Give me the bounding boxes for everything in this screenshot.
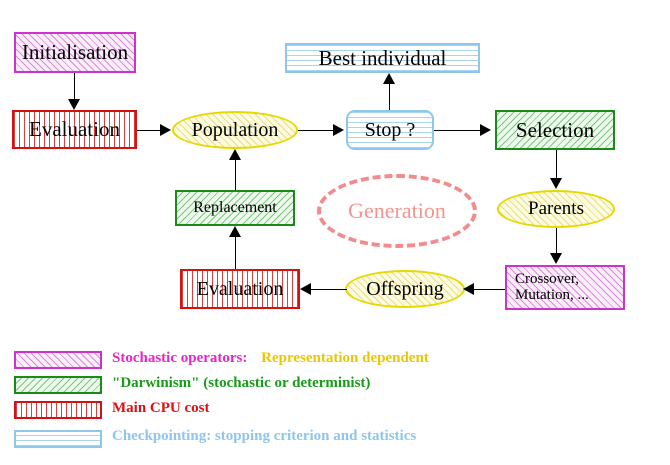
legend-label-stochastic-operators-part1: Stochastic operators:: [112, 350, 248, 366]
node-evaluation-top[interactable]: Evaluation: [12, 110, 137, 149]
node-generation-label: Generation: [348, 198, 446, 223]
node-evaluation-bottom[interactable]: Evaluation: [180, 269, 300, 309]
arrowhead-parents-to-crossover: [550, 253, 562, 264]
node-selection[interactable]: Selection: [495, 110, 615, 150]
node-offspring[interactable]: Offspring: [345, 270, 465, 308]
arrowhead-stop-to-best: [383, 73, 395, 84]
arrowhead-population-to-stop: [333, 124, 344, 136]
legend-swatch-stochastic-operators: [14, 351, 102, 369]
connector-stop-to-best: [389, 84, 390, 110]
node-initialisation-label: Initialisation: [21, 40, 129, 65]
legend-swatch-checkpointing: [14, 430, 102, 448]
connector-crossover-to-offspring: [466, 289, 505, 290]
legend-label-main-cpu-cost-text: Main CPU cost: [112, 400, 210, 416]
node-crossover-mutation-label: Crossover, Mutation, ...: [515, 270, 589, 303]
connector-eval-to-population: [137, 130, 163, 131]
node-evaluation-bottom-label: Evaluation: [196, 277, 284, 300]
legend-label-stochastic-operators-part2: Representation dependent: [261, 350, 429, 366]
node-replacement-label: Replacement: [193, 198, 277, 216]
connector-init-to-eval: [74, 73, 75, 100]
legend-label-main-cpu-cost: Main CPU cost: [112, 400, 210, 417]
arrowhead-selection-to-parents: [550, 178, 562, 189]
connector-stop-to-selection: [434, 130, 482, 131]
node-initialisation[interactable]: Initialisation: [14, 32, 136, 73]
connector-population-to-stop: [298, 130, 336, 131]
legend-swatch-darwinism: [14, 376, 102, 394]
legend-label-darwinism: "Darwinism" (stochastic or determinist): [112, 375, 370, 392]
node-offspring-label: Offspring: [366, 277, 444, 300]
arrowhead-offspring-to-eval: [300, 283, 311, 295]
node-replacement[interactable]: Replacement: [175, 190, 295, 226]
node-stop[interactable]: Stop ?: [346, 110, 434, 150]
node-generation: Generation: [317, 174, 477, 248]
connector-eval-to-replacement: [235, 236, 236, 269]
connector-replacement-to-population: [235, 160, 236, 190]
node-evaluation-top-label: Evaluation: [29, 117, 120, 142]
node-parents[interactable]: Parents: [497, 190, 615, 228]
node-best-individual-label: Best individual: [318, 45, 447, 70]
arrowhead-eval-to-replacement: [229, 226, 241, 237]
legend-swatch-main-cpu-cost: [14, 401, 102, 419]
arrowhead-replacement-to-population: [229, 149, 241, 160]
legend-label-checkpointing: Checkpointing: stopping criterion and st…: [112, 428, 416, 445]
node-population-label: Population: [191, 118, 279, 141]
node-selection-label: Selection: [515, 117, 595, 142]
connector-parents-to-crossover: [556, 228, 557, 254]
arrowhead-stop-to-selection: [480, 124, 491, 136]
arrowhead-eval-to-population: [160, 124, 171, 136]
legend-label-darwinism-text: "Darwinism" (stochastic or determinist): [112, 375, 371, 391]
node-crossover-mutation[interactable]: Crossover, Mutation, ...: [505, 265, 625, 310]
legend-label-stochastic-operators: Stochastic operators: Representation dep…: [112, 350, 429, 367]
connector-offspring-to-eval: [303, 289, 347, 290]
node-best-individual[interactable]: Best individual: [285, 43, 480, 73]
connector-selection-to-parents: [556, 150, 557, 179]
arrowhead-crossover-to-offspring: [463, 283, 474, 295]
legend-label-checkpointing-text: Checkpointing: stopping criterion and st…: [112, 428, 417, 444]
node-stop-label: Stop ?: [364, 118, 416, 141]
node-population[interactable]: Population: [172, 111, 298, 149]
arrowhead-init-to-eval: [68, 99, 80, 110]
node-parents-label: Parents: [528, 198, 584, 220]
